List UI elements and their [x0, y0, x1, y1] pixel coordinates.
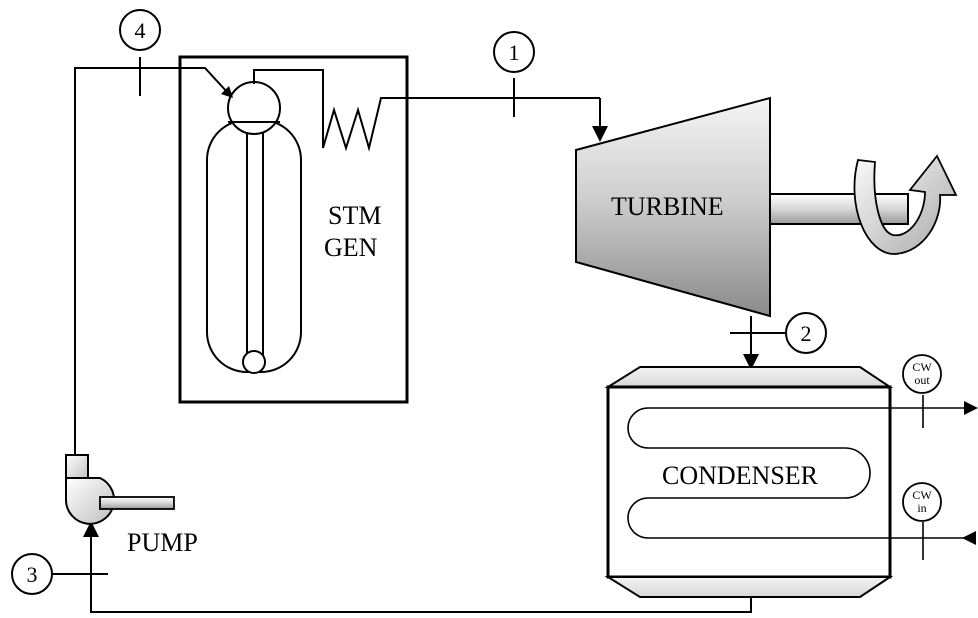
- shaft-rotation-arrow: [853, 154, 958, 255]
- state-4-label: 4: [135, 18, 146, 43]
- state-3-label: 3: [27, 562, 38, 587]
- condenser-bottom-cap: [604, 576, 894, 598]
- feedwater-arrowhead: [221, 86, 233, 98]
- main-steam-line: 1: [493, 31, 608, 142]
- state-1-label: 1: [509, 40, 520, 65]
- condensate-arrowhead: [83, 521, 99, 537]
- cw-in-arrowhead: [962, 531, 976, 545]
- condenser-shell: [606, 385, 892, 579]
- turbine-label: TURBINE: [611, 192, 724, 221]
- turbine-exhaust: 2: [730, 312, 827, 370]
- mud-drum: [242, 350, 266, 374]
- state-3-marker: [11, 553, 53, 595]
- state-2-label: 2: [801, 321, 812, 346]
- cw-in-label-bottom: in: [917, 501, 926, 515]
- cw-out-label-bottom: out: [914, 373, 930, 387]
- cw-out-arrowhead: [964, 401, 978, 415]
- steam-generator-label-line2: GEN: [324, 233, 378, 262]
- steam-drum: [227, 81, 281, 135]
- main-steam-arrowhead: [592, 126, 608, 142]
- cw-in-marker: [902, 482, 942, 522]
- condensate-pipe: [90, 530, 752, 613]
- cw-out-label-top: CW: [912, 360, 932, 374]
- pump: PUMP: [65, 454, 198, 557]
- condenser: CONDENSER CW out CW in: [604, 354, 978, 598]
- state-4-marker: [119, 9, 161, 51]
- steam-generator-label-line1: STM: [328, 201, 381, 230]
- condensate-line: 3: [11, 521, 752, 613]
- pump-shaft: [99, 496, 175, 510]
- turbine-shaft: [769, 193, 909, 225]
- turbine-casing: [575, 96, 771, 318]
- state-2-marker: [785, 312, 827, 354]
- cw-out-marker: [902, 354, 942, 394]
- condenser-top-cap: [604, 366, 894, 388]
- steam-generator: STM GEN: [178, 55, 600, 404]
- state-1-marker: [493, 31, 535, 73]
- superheater-coil-and-steam-line: [253, 69, 600, 152]
- steam-generator-drum-body: [206, 119, 302, 373]
- exhaust-arrowhead: [743, 354, 759, 370]
- cooling-water-tube: [627, 407, 975, 539]
- pump-casing: [65, 477, 115, 525]
- turbine: TURBINE: [575, 96, 958, 318]
- condenser-label: CONDENSER: [662, 461, 819, 490]
- pump-label: PUMP: [127, 528, 198, 557]
- cw-in-label-top: CW: [912, 488, 932, 502]
